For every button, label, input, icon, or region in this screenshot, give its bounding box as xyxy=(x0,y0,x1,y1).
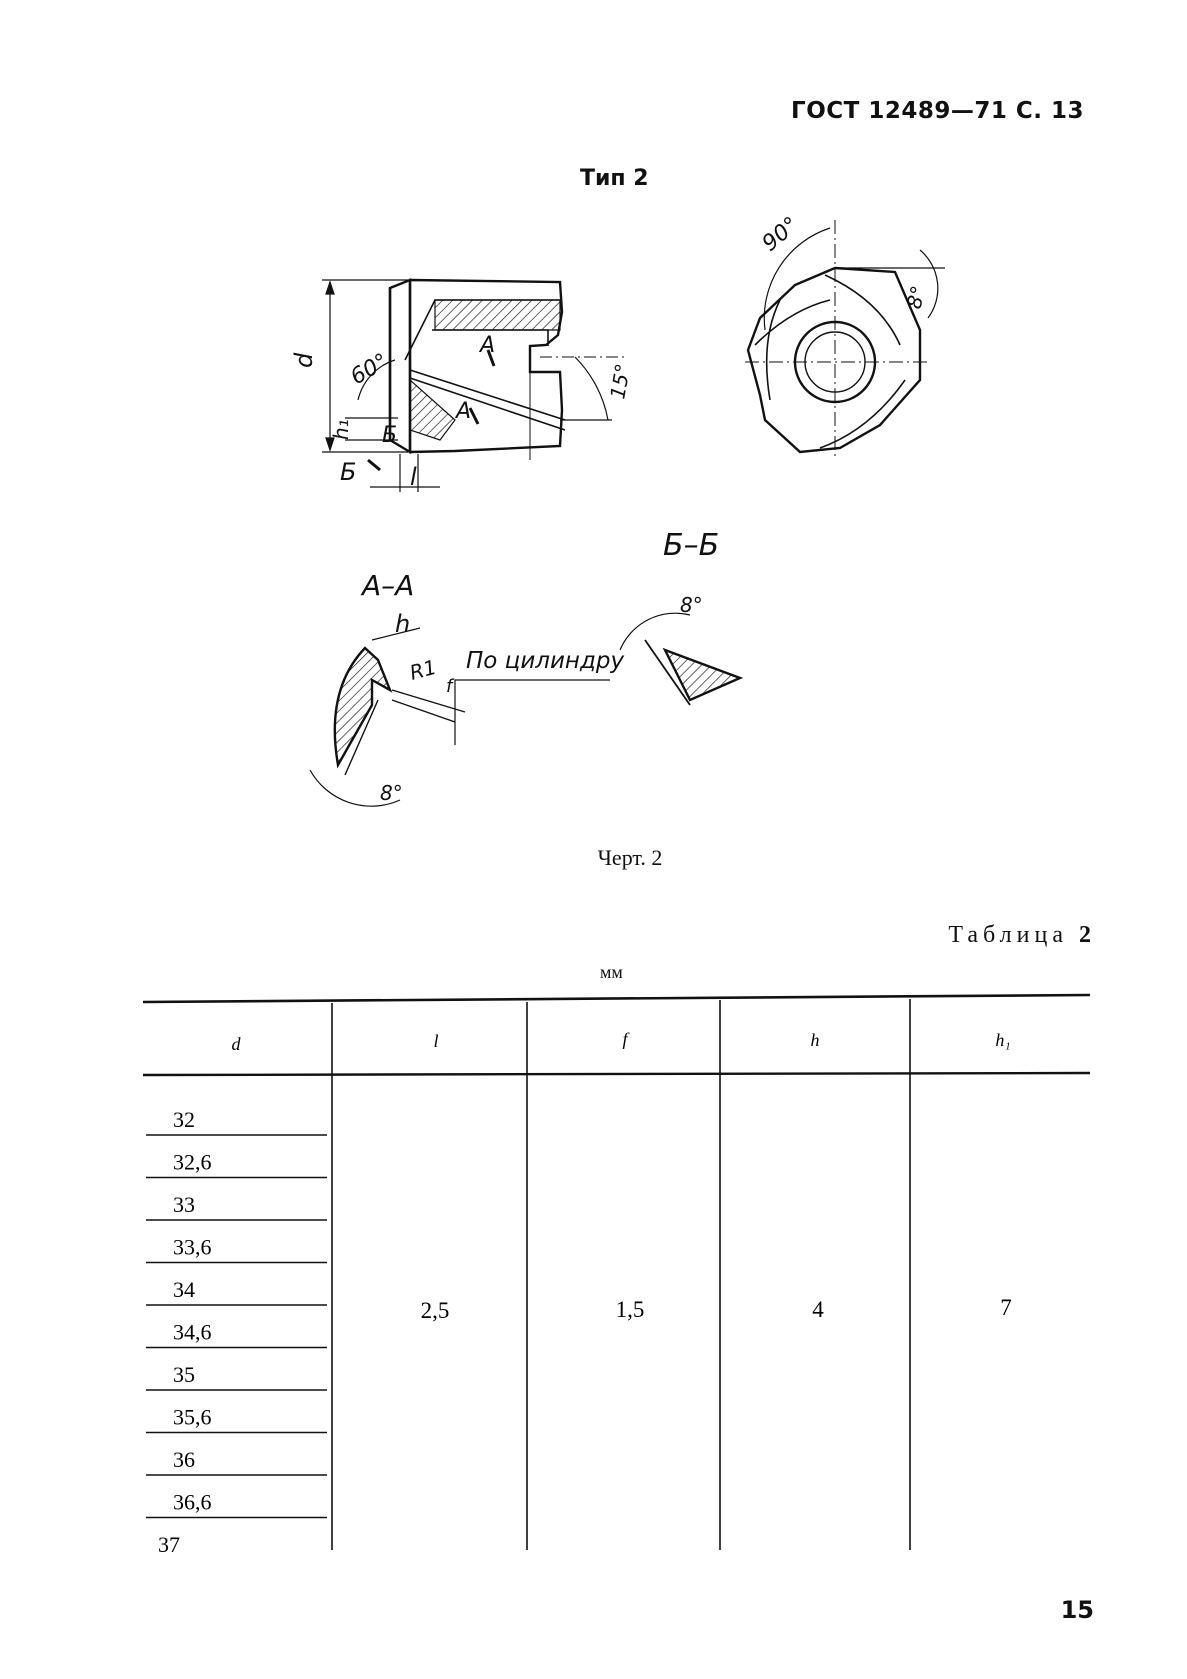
d-value-9: 36,6 xyxy=(173,1490,212,1515)
header-f: f xyxy=(622,1029,630,1049)
dim-h1-label: h₁ xyxy=(329,419,353,440)
section-aa xyxy=(309,627,610,807)
d-value-8: 36 xyxy=(173,1447,195,1472)
dim-d-label: d xyxy=(290,352,318,368)
angle-8-section-label: 8° xyxy=(380,781,403,805)
d-value-3: 33,6 xyxy=(173,1235,212,1260)
section-aa-title: А–А xyxy=(360,569,414,602)
table-title: Таблица 2 xyxy=(948,922,1091,949)
end-view xyxy=(745,220,930,460)
header-h: h xyxy=(811,1030,820,1050)
technical-drawing: d l h₁ 60° 15° А А Б Б 90° 8° А–А h R1 f… xyxy=(290,212,945,807)
section-bb xyxy=(619,612,744,706)
by-cylinder-note: По цилиндру xyxy=(466,648,624,674)
header-h1: h₁ xyxy=(995,1030,1010,1050)
d-value-2: 33 xyxy=(173,1192,195,1217)
dim-h-label: h xyxy=(395,610,410,638)
side-dimensions xyxy=(322,279,612,492)
document-header: ГОСТ 12489—71 С. 13 xyxy=(791,98,1084,124)
angle-8-bb-label: 8° xyxy=(680,593,703,617)
type-label: Тип 2 xyxy=(580,166,649,191)
dim-f-label: f xyxy=(446,676,455,697)
side-view xyxy=(388,278,625,460)
d-value-5: 34,6 xyxy=(173,1320,212,1345)
drawing-caption: Черт. 2 xyxy=(597,845,663,870)
table-title-number: 2 xyxy=(1079,922,1091,948)
d-value-0: 32 xyxy=(173,1107,195,1132)
section-a-mark-top: А xyxy=(478,333,495,358)
table-grid xyxy=(142,993,1091,1550)
table-unit: мм xyxy=(600,962,623,982)
d-value-7: 35,6 xyxy=(173,1405,212,1430)
page-number: 15 xyxy=(1060,1596,1094,1624)
d-value-1: 32,6 xyxy=(173,1150,212,1175)
header-d: d xyxy=(232,1034,242,1054)
d-value-10: 37 xyxy=(158,1532,180,1557)
value-f: 1,5 xyxy=(616,1297,645,1322)
value-h: 4 xyxy=(812,1297,824,1322)
end-dimensions xyxy=(763,227,945,331)
table-title-word: Таблица xyxy=(948,922,1068,948)
value-h1: 7 xyxy=(1000,1295,1012,1320)
section-bb-title: Б–Б xyxy=(663,528,719,563)
section-b-mark-side: Б xyxy=(382,423,397,448)
section-b-mark-bottom: Б xyxy=(340,458,356,486)
section-a-mark-bottom: А xyxy=(454,399,471,424)
dim-l-label: l xyxy=(410,463,417,491)
header-l: l xyxy=(433,1031,438,1051)
d-value-4: 34 xyxy=(173,1277,195,1302)
d-value-6: 35 xyxy=(173,1362,195,1387)
value-l: 2,5 xyxy=(421,1298,450,1323)
